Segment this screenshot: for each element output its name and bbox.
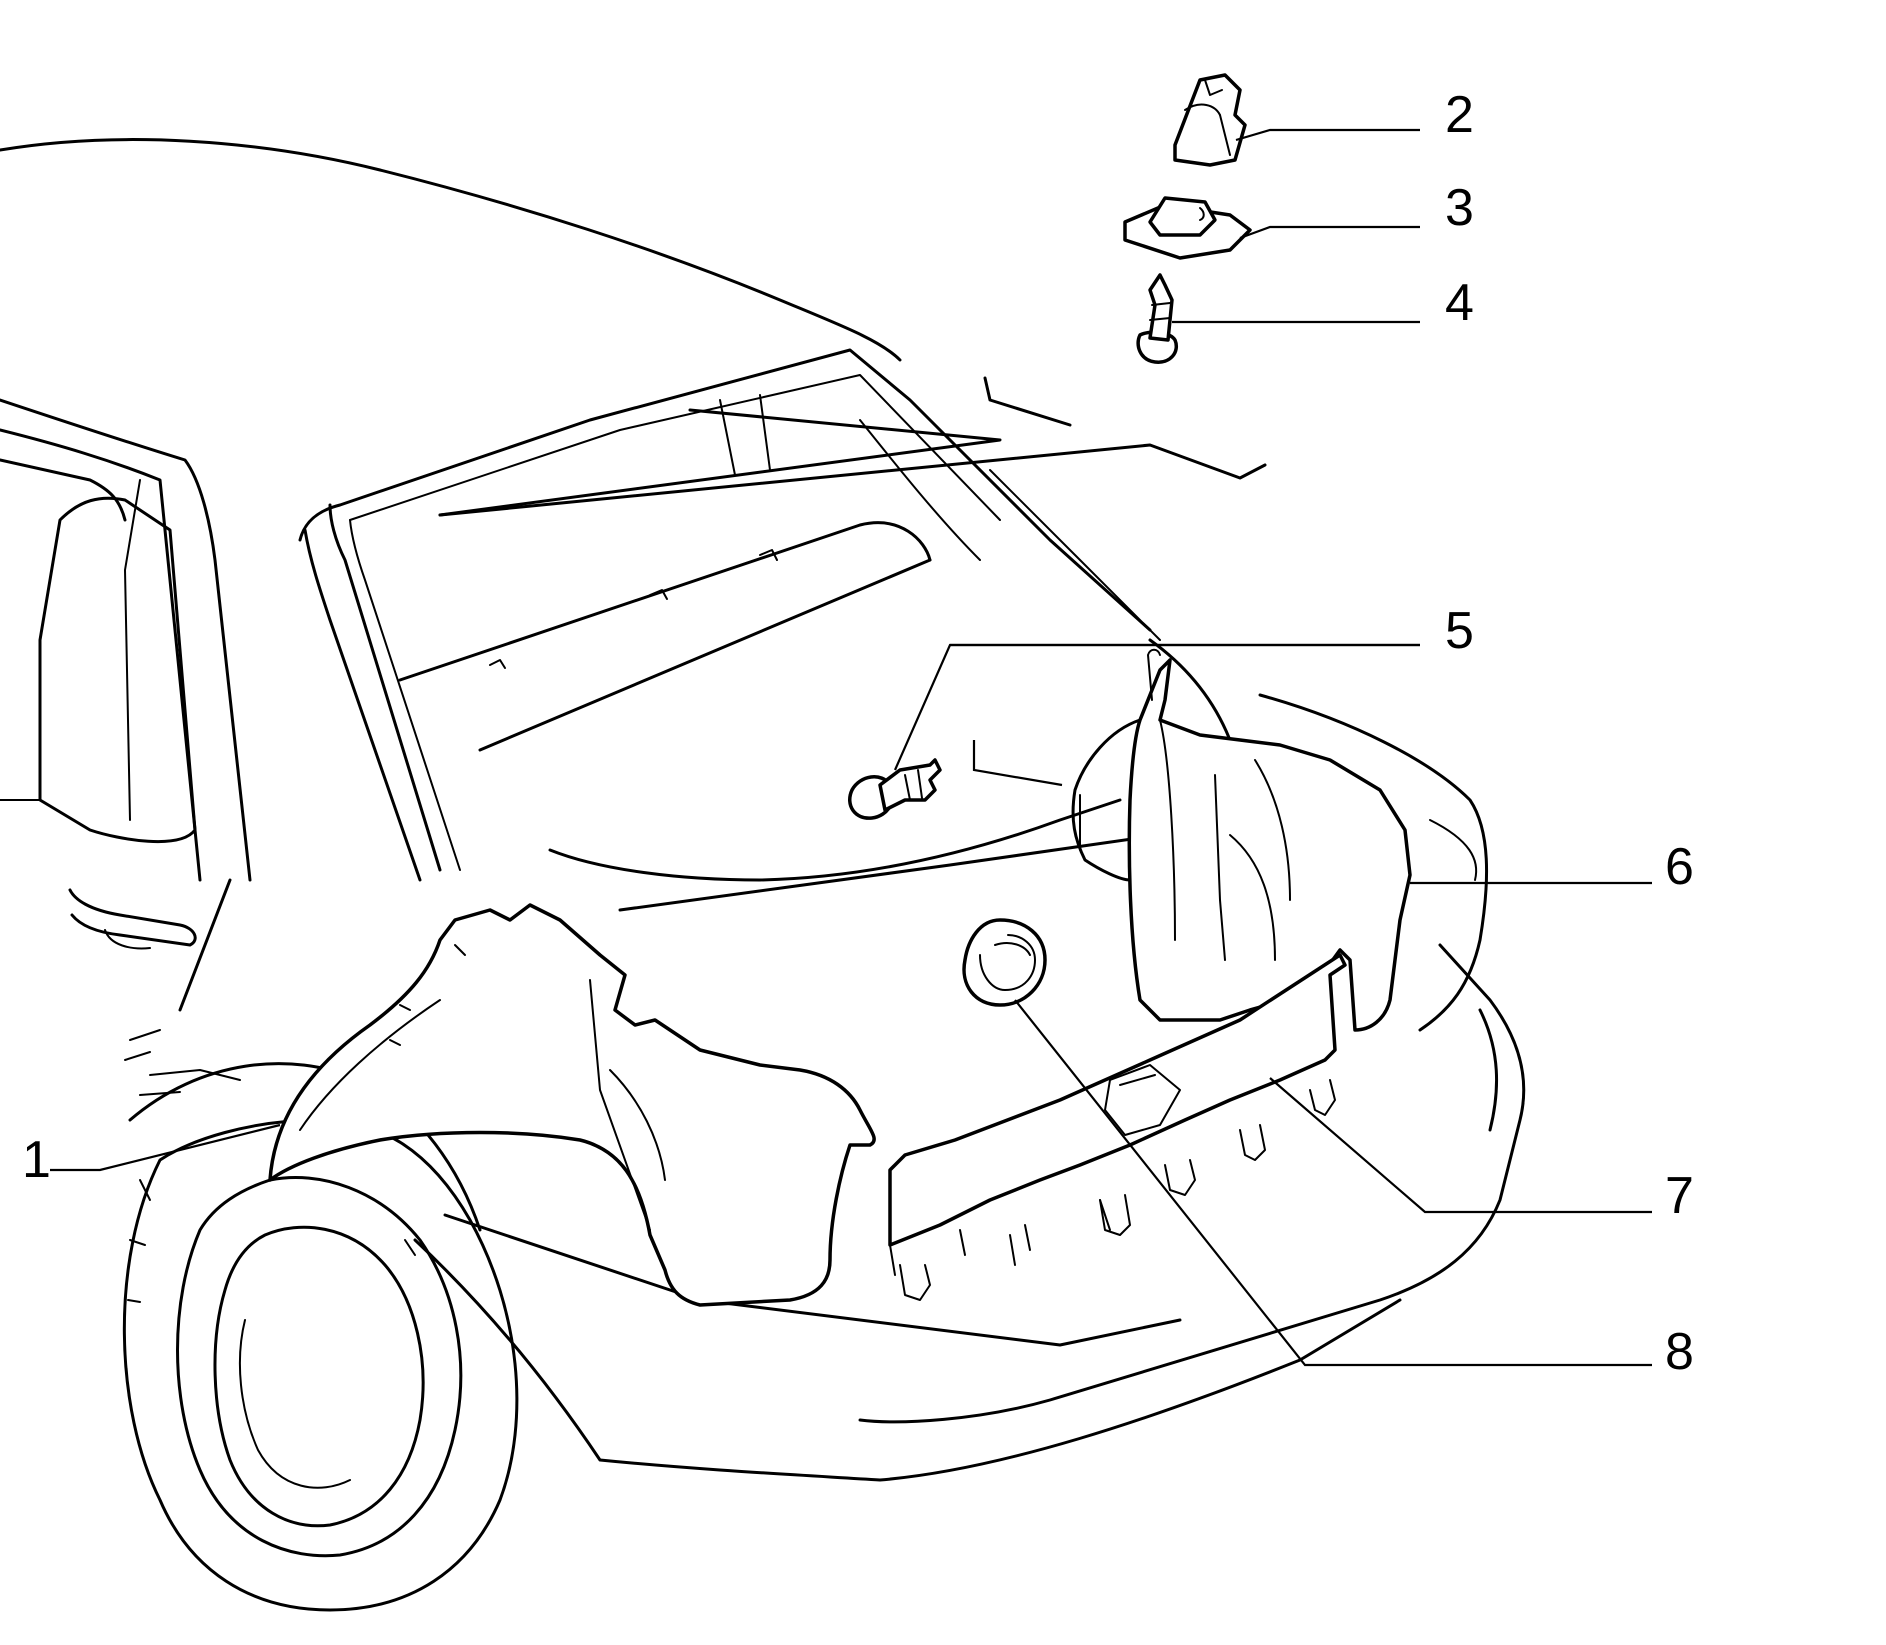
push-clip-part-4 (1136, 273, 1178, 364)
callout-3: 3 (1445, 179, 1474, 237)
left-side-trim-panel (268, 903, 876, 1307)
rod-lower (438, 443, 1267, 517)
grommet-part-8 (962, 918, 1047, 1007)
callout-labels: 1 2 3 4 5 6 7 8 (22, 86, 1694, 1381)
rod-hook (983, 376, 1072, 427)
callout-4: 4 (1445, 274, 1474, 332)
right-side-trim-panel (1127, 658, 1412, 1032)
callout-7: 7 (1665, 1167, 1694, 1225)
clip-part-2 (1173, 73, 1247, 167)
callout-2: 2 (1445, 86, 1474, 144)
leader-lines (50, 128, 1652, 1367)
callout-1: 1 (22, 1131, 51, 1189)
rod-upper (438, 408, 1002, 517)
car-body-outline (0, 138, 1526, 1482)
rear-trunk-trim-panel (888, 953, 1347, 1301)
callout-6: 6 (1665, 838, 1694, 896)
push-clip-part-5 (848, 758, 942, 820)
callout-5: 5 (1445, 602, 1474, 660)
callout-8: 8 (1665, 1323, 1694, 1381)
bumper-pad-part-3 (1123, 196, 1252, 260)
